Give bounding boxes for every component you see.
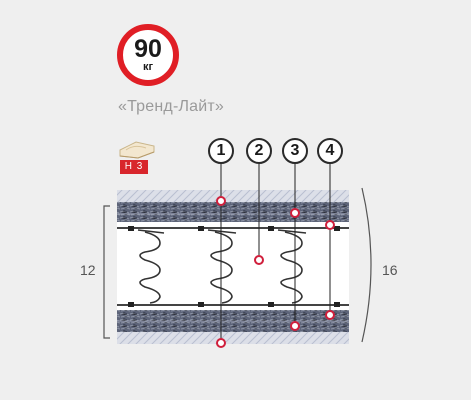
marker-1-bottom — [216, 338, 226, 348]
hardness-pad-icon — [119, 141, 155, 159]
callout-4: 4 — [317, 138, 343, 164]
top-cover-layer — [117, 190, 349, 202]
bottom-cover-layer — [117, 332, 349, 344]
callout-2: 2 — [246, 138, 272, 164]
marker-4-bottom — [325, 310, 335, 320]
spring-3 — [277, 229, 307, 304]
marker-3-top — [290, 208, 300, 218]
total-height-bracket — [361, 187, 372, 343]
callout-1: 1 — [208, 138, 234, 164]
max-load-unit: кг — [142, 61, 154, 73]
callout-markers — [216, 196, 335, 348]
inner-height-bracket — [103, 205, 110, 339]
model-name: «Тренд-Лайт» — [118, 98, 225, 115]
max-load-badge: 90 кг — [117, 24, 179, 86]
spring-block — [117, 222, 349, 310]
marker-1-top — [216, 196, 226, 206]
max-load-value: 90 — [134, 35, 162, 63]
callout-3: 3 — [282, 138, 308, 164]
top-felt-layer — [117, 202, 349, 222]
spring-2 — [207, 229, 237, 304]
total-height-label: 16 — [382, 262, 398, 278]
marker-2 — [254, 255, 264, 265]
callout-lines — [220, 164, 331, 340]
inner-height-label: 12 — [80, 262, 96, 278]
hardness-icon: H 3 — [118, 138, 158, 178]
spring-1 — [137, 229, 165, 304]
marker-4-top — [325, 220, 335, 230]
marker-3-bottom — [290, 321, 300, 331]
hardness-level-label: H 3 — [120, 160, 148, 174]
